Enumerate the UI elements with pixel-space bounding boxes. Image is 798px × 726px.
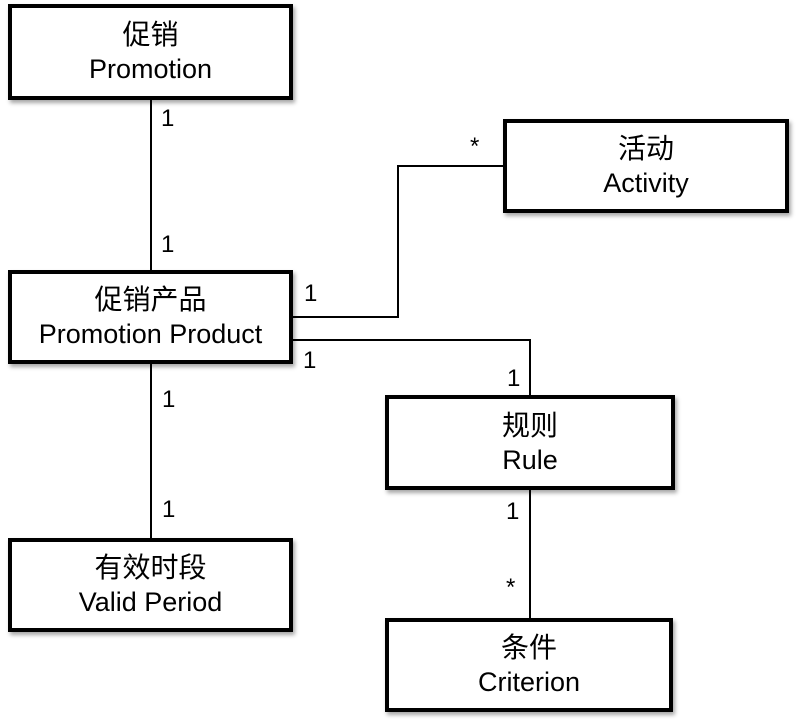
node-activity-label-en: Activity — [603, 168, 689, 198]
node-rule-label-en: Rule — [502, 444, 558, 475]
multiplicity-rule-end-to-criterion: 1 — [506, 498, 520, 525]
node-promotion-product-label-en: Promotion Product — [38, 319, 263, 349]
node-rule-label-zh: 规则 — [501, 409, 558, 441]
node-criterion-label-en: Criterion — [477, 667, 581, 697]
multiplicity-promotion-product-end-to-rule: 1 — [303, 347, 317, 374]
multiplicity-promotion-product-end-to-valid-period: 1 — [162, 386, 176, 413]
node-promotion-label-en: Promotion — [88, 54, 213, 84]
node-valid-period: 有效时段 Valid Period — [8, 538, 293, 632]
node-rule: 规则 Rule — [385, 395, 675, 490]
node-promotion-product-label-zh: 促销产品 — [94, 284, 207, 315]
multiplicity-promotion-end: 1 — [161, 105, 175, 132]
node-criterion-label-zh: 条件 — [500, 632, 557, 663]
multiplicity-valid-period-end: 1 — [162, 496, 176, 523]
multiplicity-promotion-product-end-from-promotion: 1 — [161, 231, 175, 258]
node-promotion-product: 促销产品 Promotion Product — [8, 270, 293, 364]
multiplicity-rule-end-from-promotion-product: 1 — [507, 365, 521, 392]
multiplicity-activity-end: * — [470, 133, 480, 160]
node-promotion: 促销 Promotion — [8, 4, 293, 100]
node-valid-period-label-en: Valid Period — [78, 587, 223, 617]
node-valid-period-label-zh: 有效时段 — [94, 552, 207, 583]
node-activity-label-zh: 活动 — [617, 133, 674, 164]
multiplicity-criterion-end: * — [506, 574, 516, 601]
connector-promotion-product-rule — [293, 339, 531, 396]
node-criterion: 条件 Criterion — [385, 618, 673, 712]
multiplicity-promotion-product-end-to-activity: 1 — [304, 280, 318, 307]
node-activity: 活动 Activity — [503, 119, 789, 213]
connector-promotion-product-activity — [293, 165, 503, 318]
node-promotion-label-zh: 促销 — [122, 19, 179, 50]
